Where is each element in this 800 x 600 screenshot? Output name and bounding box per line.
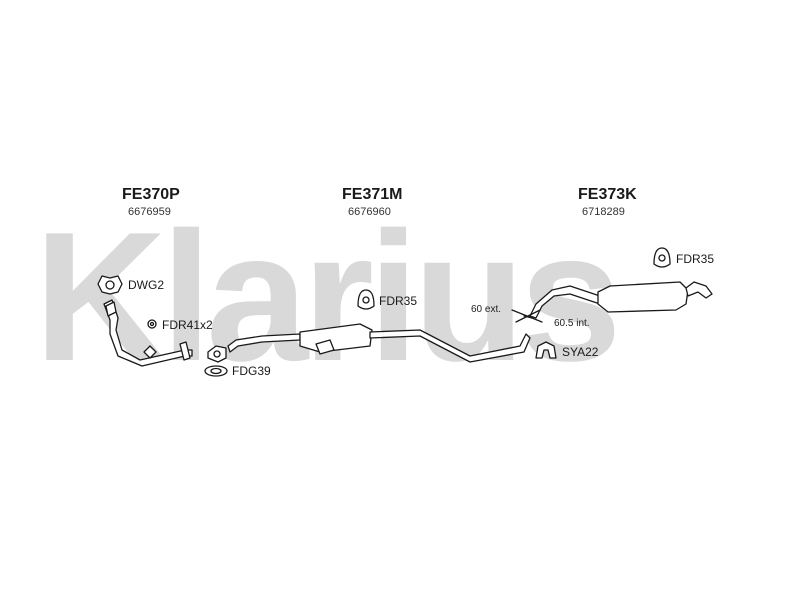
accessory-label-hanger-middle: FDR35	[379, 294, 418, 308]
part-code-rear: FE373K	[578, 186, 637, 203]
clamp-icon	[535, 341, 557, 359]
front-pipe	[103, 299, 193, 367]
middle-silencer-pipe	[227, 323, 531, 363]
oe-number-rear: 6718289	[582, 206, 625, 218]
part-code-middle: FE371M	[342, 186, 403, 203]
note-external-diameter: 60 ext.	[471, 304, 502, 315]
rear-silencer-pipe	[529, 281, 713, 319]
part-code-front: FE370P	[122, 186, 180, 203]
flange-gasket-icon	[207, 345, 227, 363]
pipe-joint-marker	[511, 309, 543, 323]
oe-number-front: 6676959	[128, 206, 171, 218]
accessory-label-clamp: SYA22	[562, 345, 599, 359]
accessory-label-flange-gasket: FDG39	[232, 364, 271, 378]
accessory-label-rubber-rings: FDR41x2	[162, 318, 213, 332]
accessory-label-gasket: DWG2	[128, 278, 164, 292]
rubber-ring-icon	[147, 319, 157, 329]
rubber-hanger-icon	[357, 289, 375, 310]
gasket-icon	[97, 275, 123, 295]
oe-number-middle: 6676960	[348, 206, 391, 218]
note-internal-diameter: 60.5 int.	[554, 318, 590, 329]
ring-gasket-icon	[204, 365, 228, 377]
rubber-hanger-icon	[653, 247, 671, 268]
accessory-label-hanger-rear: FDR35	[676, 252, 715, 266]
